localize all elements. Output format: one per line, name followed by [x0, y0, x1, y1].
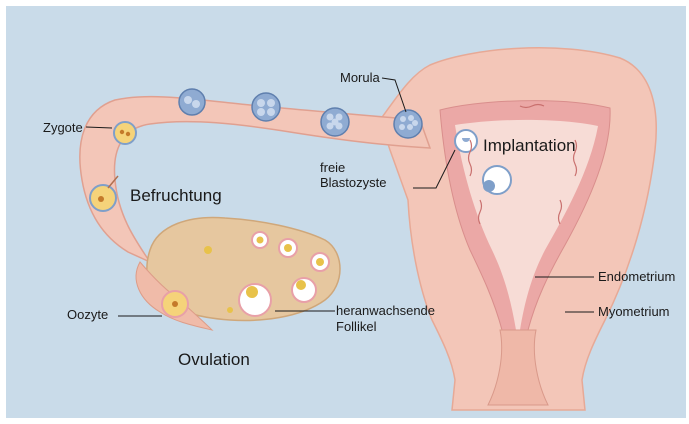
label-befruchtung: Befruchtung — [130, 187, 222, 206]
label-follikel: Follikel — [336, 320, 376, 334]
label-freie: freie — [320, 161, 345, 175]
label-myometrium: Myometrium — [598, 305, 670, 319]
label-ovulation: Ovulation — [178, 351, 250, 370]
label-blastozyste: Blastozyste — [320, 176, 386, 190]
oocyte-cell — [162, 291, 188, 317]
label-implantation: Implantation — [483, 137, 576, 156]
label-zygote: Zygote — [43, 121, 83, 135]
label-heranwachsende: heranwachsende — [336, 304, 435, 318]
label-oozyte: Oozyte — [67, 308, 108, 322]
morula-cell — [394, 110, 422, 138]
zygote-cell — [114, 122, 136, 144]
implanting-blastocyst-cell — [483, 166, 511, 194]
label-endometrium: Endometrium — [598, 270, 675, 284]
label-morula: Morula — [340, 71, 380, 85]
free-blastocyst-cell — [455, 130, 477, 152]
